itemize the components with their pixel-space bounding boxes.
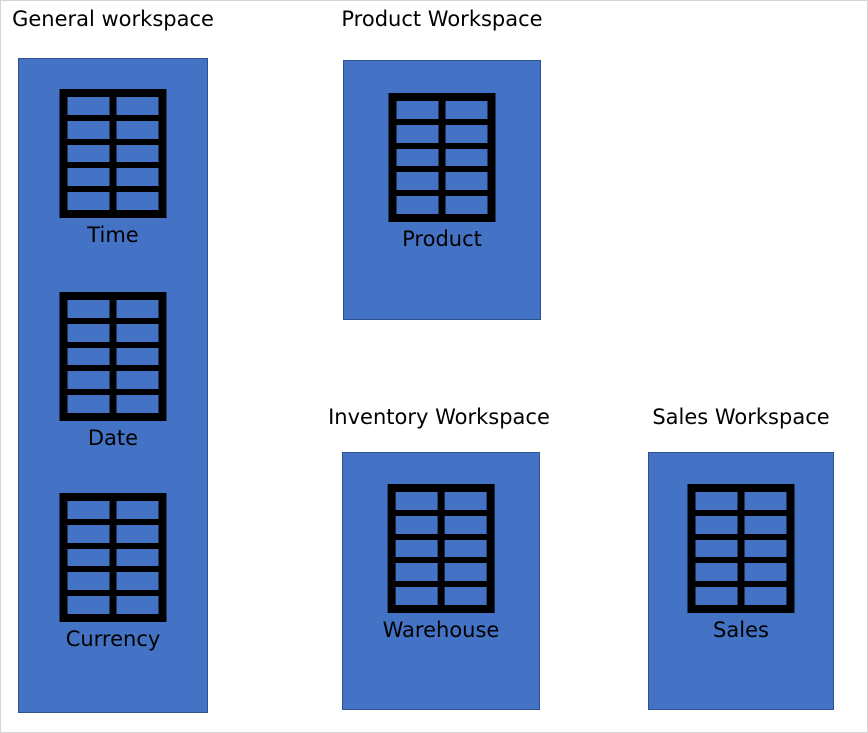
- table-cell: [67, 168, 110, 187]
- table-cell: [67, 144, 110, 163]
- table-cell: [116, 572, 159, 591]
- table-cell: [395, 563, 438, 582]
- table-cell: [695, 539, 738, 558]
- entity-currency[interactable]: Currency: [59, 493, 167, 651]
- workspace-title-general: General workspace: [12, 7, 214, 31]
- table-cell: [67, 572, 110, 591]
- table-cell: [116, 371, 159, 390]
- table-cell: [116, 395, 159, 413]
- table-icon: [687, 484, 795, 613]
- entity-sales[interactable]: Sales: [687, 484, 795, 642]
- table-cell: [445, 124, 488, 143]
- workspace-panel-product[interactable]: Product: [343, 60, 541, 320]
- table-cell: [445, 101, 488, 119]
- table-cell: [67, 548, 110, 567]
- table-cell: [444, 515, 487, 534]
- table-cell: [395, 539, 438, 558]
- table-cell: [67, 300, 110, 318]
- table-icon: [59, 493, 167, 622]
- table-cell: [116, 323, 159, 342]
- entity-label: Product: [402, 227, 482, 251]
- workspace-title-product: Product Workspace: [341, 7, 543, 31]
- table-cell: [395, 515, 438, 534]
- table-cell: [396, 196, 439, 214]
- table-cell: [116, 501, 159, 519]
- table-cell: [116, 97, 159, 115]
- table-cell: [744, 587, 787, 605]
- table-cell: [67, 524, 110, 543]
- workspace-title-sales: Sales Workspace: [652, 405, 830, 429]
- table-cell: [116, 596, 159, 614]
- table-cell: [744, 539, 787, 558]
- entity-label: Warehouse: [382, 618, 500, 642]
- entity-date[interactable]: Date: [59, 292, 167, 450]
- table-cell: [67, 501, 110, 519]
- table-cell: [67, 371, 110, 390]
- table-cell: [444, 563, 487, 582]
- entity-time[interactable]: Time: [59, 89, 167, 247]
- entity-product[interactable]: Product: [388, 93, 496, 251]
- table-cell: [67, 395, 110, 413]
- table-cell: [695, 587, 738, 605]
- table-cell: [695, 515, 738, 534]
- table-cell: [395, 587, 438, 605]
- workspace-panel-inventory[interactable]: Warehouse: [342, 452, 540, 710]
- table-cell: [116, 144, 159, 163]
- table-cell: [396, 101, 439, 119]
- table-cell: [116, 300, 159, 318]
- table-cell: [67, 120, 110, 139]
- table-cell: [744, 492, 787, 510]
- table-cell: [67, 323, 110, 342]
- table-cell: [396, 124, 439, 143]
- entity-label: Currency: [65, 627, 161, 651]
- table-cell: [444, 587, 487, 605]
- entity-warehouse[interactable]: Warehouse: [382, 484, 500, 642]
- table-cell: [67, 347, 110, 366]
- table-cell: [116, 347, 159, 366]
- table-cell: [116, 524, 159, 543]
- workspace-title-inventory: Inventory Workspace: [328, 405, 550, 429]
- table-cell: [67, 192, 110, 210]
- table-cell: [744, 563, 787, 582]
- entity-label: Time: [87, 223, 139, 247]
- entity-label: Date: [87, 426, 139, 450]
- table-cell: [67, 97, 110, 115]
- table-cell: [396, 172, 439, 191]
- workspace-panel-sales[interactable]: Sales: [648, 452, 834, 710]
- workspace-panel-general[interactable]: Time Date: [18, 58, 208, 713]
- table-cell: [695, 492, 738, 510]
- table-cell: [445, 148, 488, 167]
- table-cell: [116, 192, 159, 210]
- table-cell: [695, 563, 738, 582]
- table-cell: [116, 168, 159, 187]
- table-cell: [744, 515, 787, 534]
- table-icon: [59, 292, 167, 421]
- table-cell: [445, 172, 488, 191]
- entity-label: Sales: [713, 618, 769, 642]
- table-cell: [395, 492, 438, 510]
- table-cell: [444, 539, 487, 558]
- table-cell: [67, 596, 110, 614]
- table-cell: [116, 120, 159, 139]
- table-cell: [444, 492, 487, 510]
- table-cell: [396, 148, 439, 167]
- table-cell: [116, 548, 159, 567]
- table-icon: [59, 89, 167, 218]
- table-icon: [388, 93, 496, 222]
- table-cell: [445, 196, 488, 214]
- table-icon: [387, 484, 495, 613]
